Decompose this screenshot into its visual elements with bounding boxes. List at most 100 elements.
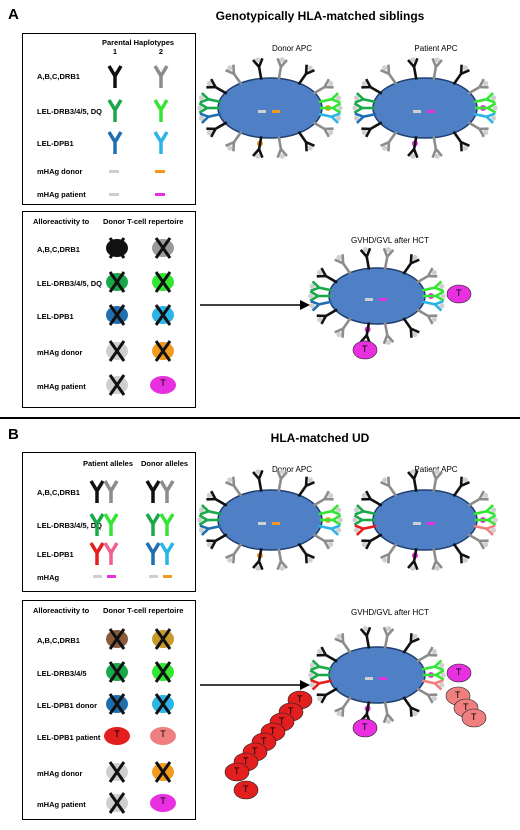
arrow-a-head [300,300,310,310]
a-box2-header-right: Donor T-cell repertoire [103,217,184,226]
blocked-grey-icon [106,792,128,814]
receptor-icon [319,514,343,526]
receptor-icon [252,548,264,571]
receptor-icon [402,317,420,338]
a-box2-row-mhag-donor: mHAg donor [37,348,83,357]
a-box2-row-abc: A,B,C,DRB1 [37,245,80,254]
receptor-icon [312,78,334,95]
receptor-icon [423,669,446,681]
receptor-icon [421,280,445,292]
mhag-grey-bar [93,575,102,578]
t-cell-label: T [243,784,249,794]
y-green-light-icon [103,513,119,536]
receptor-icon [316,308,338,325]
b-box1-row-dpb1: LEL-DPB1 [37,550,74,559]
y-blue-light-icon [153,131,169,154]
t-cell-label: T [234,766,240,776]
b-patient-apc [372,489,486,559]
receptor-icon [312,533,334,550]
receptor-icon [359,626,372,649]
mhag-bar [413,110,421,113]
apc-body [328,646,426,704]
receptor-icon [252,136,264,159]
a-box2-row-mhag-patient: mHAg patient [37,382,86,391]
receptor-icon [431,469,443,492]
receptor-icon [380,130,398,152]
b-box2-row-mhag-donor: mHAg donor [37,769,83,778]
receptor-icon [380,542,398,564]
receptor-icon [297,64,315,86]
a-box2-row-drb345: LEL-DRB3/4/5, DQ [37,279,103,288]
receptor-icon [316,687,338,704]
t-cell-label: T [114,729,120,739]
b-box2-row-mhag-patient: mHAg patient [37,800,86,809]
mhag-magenta-bar [107,575,116,578]
t-cell-label: T [471,712,477,722]
receptor-icon [473,92,497,104]
t-cell-red [224,762,250,782]
mhag-orange-bar [163,575,172,578]
t-cell-label: T [270,726,276,736]
receptor-icon [197,102,221,114]
receptor-icon [382,701,395,724]
t-cell-pink-icon [150,727,176,745]
receptor-icon [297,542,315,564]
t-cell-label: T [261,736,267,746]
receptor-icon [276,548,288,571]
blocked-orange-icon [152,761,174,783]
t-cell-magenta [352,340,378,360]
receptor-icon [318,112,342,124]
t-cell-label: T [252,746,258,756]
a-box2-header-left: Alloreactivity to [33,217,90,226]
b-donor-apc-title: Donor APC [271,465,313,474]
a-patient-apc-title: Patient APC [414,44,458,53]
receptor-icon [382,322,395,345]
apc-body [372,77,478,139]
receptor-icon [276,136,288,159]
t-cell-red [233,780,259,800]
y-green-dark-icon [107,99,123,122]
b-gvhd-apc [328,646,434,712]
mhag-grey-bar [149,575,158,578]
receptor-icon [206,490,228,507]
a-donor-apc-title: Donor APC [271,44,313,53]
y-pink-icon [103,542,119,565]
receptor-icon [382,247,395,270]
blocked-grey-icon [106,761,128,783]
receptor-icon [334,254,352,275]
b-box1-header-right: Donor alleles [141,459,189,468]
receptor-icon [334,317,352,338]
receptor-icon [452,542,470,564]
a-donor-apc [217,77,331,147]
receptor-icon [276,469,288,492]
t-cell-label: T [160,378,166,388]
receptor-icon [225,476,243,498]
b-box2-row-dpb1-patient: LEL-DPB1 patient [37,733,101,742]
a-box1-col2: 2 [158,47,164,56]
receptor-icon [225,64,243,86]
receptor-icon [308,669,331,681]
b-box2-header-right: Donor T-cell repertoire [103,606,184,615]
receptor-icon [452,130,470,152]
t-cell-magenta [446,663,472,683]
receptor-icon [353,112,377,124]
receptor-icon [380,476,398,498]
y-green-dark-icon [89,513,105,536]
receptor-icon [382,626,395,649]
receptor-icon [352,102,376,114]
receptor-icon [474,102,498,114]
mhag-bar [365,298,373,301]
b-box2-row-drb345: LEL-DRB3/4/5 [37,669,87,678]
receptor-icon [225,130,243,152]
mhag-grey-bar [109,170,119,173]
section-a-title: Genotypically HLA-matched siblings [215,9,425,23]
a-box1-row-abc: A,B,C,DRB1 [37,72,80,81]
t-cell-pink [461,708,487,728]
receptor-icon [474,514,498,526]
receptor-icon [198,112,222,124]
receptor-icon [197,514,221,526]
section-divider [0,417,520,419]
section-a-letter: A [8,6,19,23]
receptor-icon [467,533,489,550]
receptor-icon [467,121,489,138]
